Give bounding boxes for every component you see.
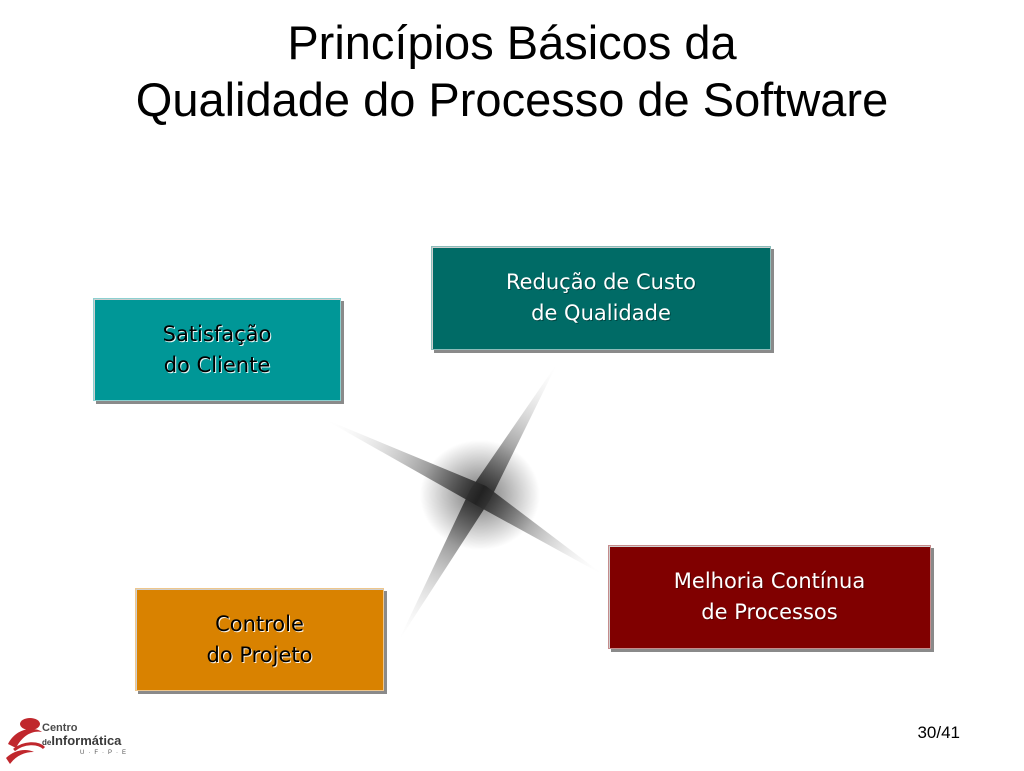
box-melhoria-line-1: Melhoria Contínua bbox=[673, 569, 866, 593]
box-reducao-line-2: de Qualidade bbox=[531, 301, 671, 325]
title-line-2: Qualidade do Processo de Software bbox=[135, 73, 889, 126]
logo-swoosh-icon bbox=[6, 718, 46, 764]
page-number: 30/41 bbox=[917, 723, 960, 742]
logo-line-2-prefix: de bbox=[42, 738, 52, 747]
star-ray-southeast bbox=[474, 486, 605, 576]
box-reducao-line-1: Redução de Custo bbox=[505, 270, 697, 294]
logo-line-1: Centro bbox=[42, 722, 78, 734]
star-ray-northeast bbox=[470, 362, 558, 500]
box-melhoria-line-2: de Processos bbox=[701, 600, 838, 624]
title-line-1: Princípios Básicos da bbox=[287, 16, 737, 69]
box-satisfacao-cliente: Satisfação do Cliente bbox=[93, 298, 341, 401]
slide-title: Princípios Básicos da Qualidade do Proce… bbox=[0, 14, 1024, 128]
box-melhoria-continua: Melhoria Contínua de Processos bbox=[608, 545, 931, 649]
box-satisfacao-line-1: Satisfação bbox=[162, 321, 272, 346]
star-ray-southwest bbox=[398, 490, 490, 642]
box-satisfacao-line-2: do Cliente bbox=[163, 352, 271, 377]
box-controle-line-1: Controle bbox=[215, 611, 304, 636]
box-controle-line-2: do Projeto bbox=[206, 642, 313, 667]
centro-informatica-logo: Centro deInformática U·F·P·E bbox=[4, 714, 136, 766]
star-ray-northwest bbox=[322, 418, 486, 504]
box-reducao-custo: Redução de Custo de Qualidade bbox=[431, 246, 771, 350]
logo-line-2: deInformática bbox=[42, 733, 121, 748]
box-controle-projeto: Controle do Projeto bbox=[135, 588, 384, 691]
four-point-star-graphic bbox=[322, 362, 605, 642]
logo-line-3: U·F·P·E bbox=[80, 750, 130, 756]
logo-line-2-text: Informática bbox=[51, 733, 122, 748]
